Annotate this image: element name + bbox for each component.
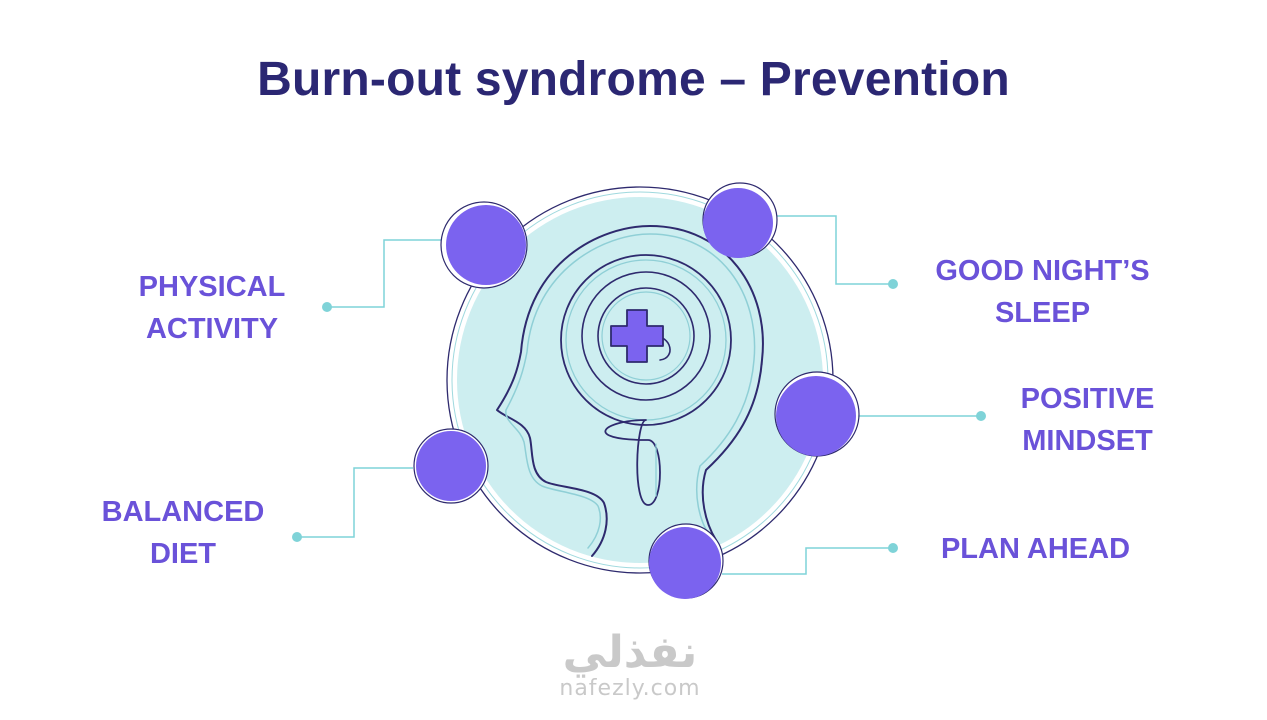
label-balanced-diet: BALANCED DIET	[93, 491, 273, 575]
label-line: MINDSET	[1022, 425, 1153, 457]
head-icon	[496, 225, 764, 557]
label-physical-activity: PHYSICAL ACTIVITY	[122, 266, 302, 350]
node-plan	[648, 523, 724, 599]
label-positive-mindset: POSITIVE MINDSET	[1005, 378, 1170, 462]
node-sleep	[702, 182, 778, 258]
label-line: POSITIVE	[1020, 383, 1155, 415]
connector-dot-plan	[888, 543, 898, 553]
label-good-nights-sleep: GOOD NIGHT’S SLEEP	[920, 250, 1165, 334]
connector-balanced	[297, 467, 413, 538]
label-line: DIET	[149, 538, 217, 570]
connector-plan	[722, 547, 893, 575]
connector-dot-balanced	[292, 532, 302, 542]
connector-dot-sleep	[888, 279, 898, 289]
node-physical	[440, 201, 528, 289]
label-line: SLEEP	[994, 297, 1091, 329]
label-line: GOOD NIGHT’S	[935, 255, 1150, 287]
label-line: BALANCED	[101, 496, 265, 528]
watermark-logo: نفذلي nafezly.com	[520, 630, 740, 702]
label-line: ACTIVITY	[145, 313, 279, 345]
watermark-arabic: نفذلي	[562, 627, 698, 678]
watermark-latin: nafezly.com	[559, 676, 701, 701]
plus-icon	[610, 309, 664, 363]
label-plan-ahead: PLAN AHEAD	[928, 528, 1143, 570]
connector-dot-mindset	[976, 411, 986, 421]
connector-physical	[327, 239, 444, 308]
node-balanced	[413, 428, 489, 504]
node-mindset	[774, 371, 860, 457]
label-line: PHYSICAL	[138, 271, 286, 303]
page-title: Burn-out syndrome – Prevention	[257, 53, 1010, 106]
label-line: PLAN AHEAD	[940, 533, 1131, 565]
connector-sleep	[772, 215, 893, 285]
connector-dot-physical	[322, 302, 332, 312]
